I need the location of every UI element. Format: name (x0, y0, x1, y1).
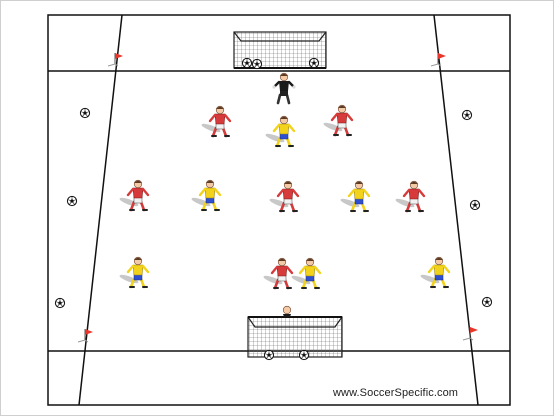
ball (482, 297, 491, 306)
ball (470, 200, 479, 209)
ball (80, 108, 89, 117)
ball (55, 298, 64, 307)
ball (67, 196, 76, 205)
ball (462, 110, 471, 119)
ball (309, 58, 318, 67)
watermark-text: www.SoccerSpecific.com (333, 387, 458, 399)
ball (242, 58, 251, 67)
goal-bottom (248, 317, 342, 357)
ball (264, 350, 273, 359)
ball (299, 350, 308, 359)
ball (252, 59, 261, 68)
goalkeeper-bottom (283, 306, 291, 317)
